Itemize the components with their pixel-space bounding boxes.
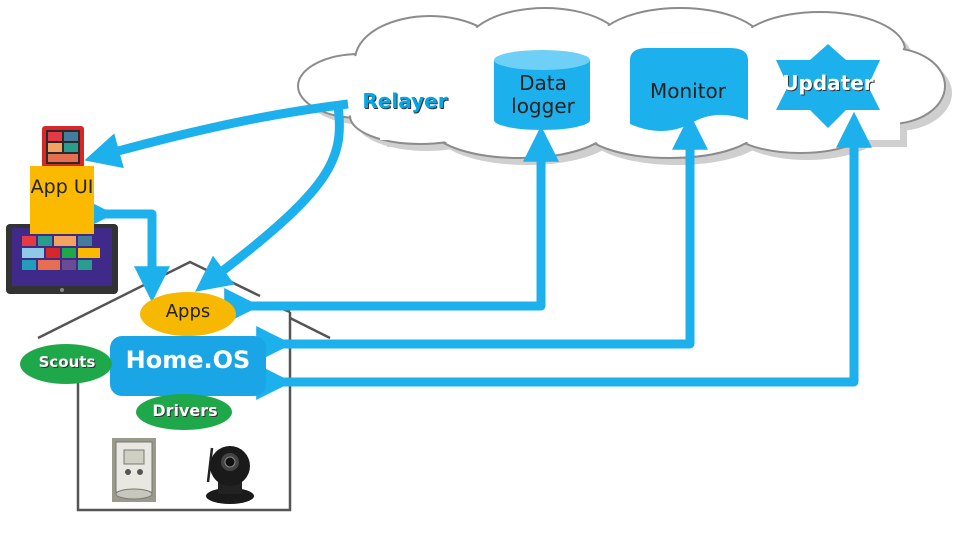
arrow-homeos-to-updater [256,111,872,400]
updater-shape [776,44,880,128]
phone-icon [42,126,84,168]
arrow-apps-to-datalogger [224,125,559,324]
drivers-ellipse [136,394,232,430]
arrow-relayer-to-apps [195,105,344,292]
apps-label: Apps [165,301,211,322]
monitor-label: Monitor [649,79,727,103]
homeos-box [110,336,266,396]
monitor-shape [630,48,748,131]
relayer-label: Relayer [362,89,448,113]
app-ui-label: App UI [30,176,94,198]
data-logger-label: Data logger [511,71,575,118]
drivers-label: Drivers [152,401,218,420]
arrow-homeos-to-monitor [256,113,708,362]
scouts-ellipse [20,344,112,384]
tablet-icon [6,224,118,294]
arrow-relayer-to-phone [84,99,349,169]
homeos-label: Home.OS [125,346,251,374]
scouts-label: Scouts [38,353,96,371]
arrow-appui-to-apps [78,196,170,303]
app-ui-box [30,166,94,234]
arrows [78,99,872,400]
ip-camera-icon [206,446,254,504]
updater-label: Updater [782,71,874,95]
sensor-device-icon [112,438,156,502]
apps-ellipse [140,292,236,336]
